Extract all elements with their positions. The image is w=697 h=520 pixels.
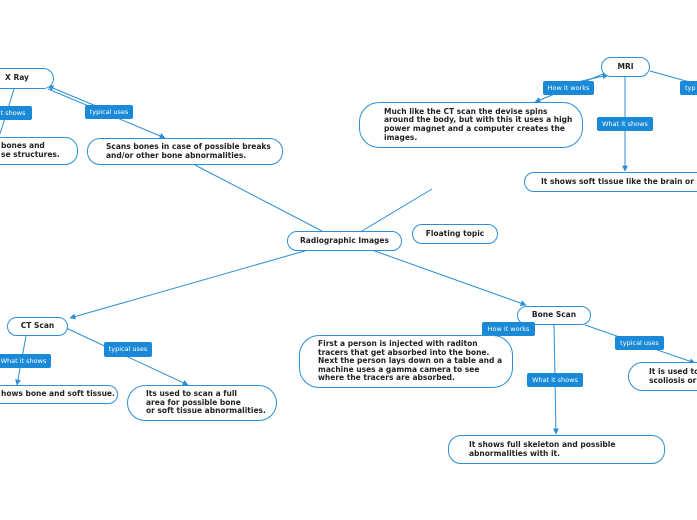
link-central-mri <box>361 188 433 232</box>
node-mri-how[interactable]: Much like the CT scan the devise spins a… <box>359 102 583 148</box>
link-central-xray <box>194 164 323 232</box>
node-xray-uses[interactable]: Scans bones in case of possible breaks a… <box>87 138 283 165</box>
node-ct-shows[interactable]: hows bone and soft tissue. <box>0 385 118 404</box>
label-mri-how[interactable]: How it works <box>543 81 594 95</box>
topic-xray[interactable]: X Ray <box>0 68 54 89</box>
topic-bone-scan[interactable]: Bone Scan <box>517 306 591 325</box>
topic-ct[interactable]: CT Scan <box>7 317 68 336</box>
node-xray-shows[interactable]: bones and se structures. <box>0 137 78 165</box>
node-bone-shows[interactable]: It shows full skeleton and possible abno… <box>448 435 665 464</box>
link-central-bone <box>371 249 527 307</box>
link-central-ct <box>69 249 309 320</box>
topic-mri[interactable]: MRI <box>601 57 650 77</box>
label-xray-uses[interactable]: typical uses <box>85 105 133 119</box>
node-bone-uses[interactable]: It is used to scoliosis or l <box>628 362 697 391</box>
label-bone-shows[interactable]: What it shows <box>527 373 583 387</box>
label-bone-uses[interactable]: typical uses <box>615 336 664 350</box>
label-mri-uses[interactable]: typ <box>680 81 697 95</box>
node-ct-uses[interactable]: Its used to scan a full area for possibl… <box>127 385 277 421</box>
label-ct-shows[interactable]: What it shows <box>0 354 51 368</box>
central-topic[interactable]: Radiographic Images <box>287 231 402 251</box>
node-mri-shows[interactable]: It shows soft tissue like the brain or s… <box>524 172 697 192</box>
label-bone-how[interactable]: How it works <box>482 322 535 336</box>
label-mri-shows[interactable]: What it shows <box>597 117 653 131</box>
floating-topic[interactable]: Floating topic <box>412 224 498 244</box>
node-bone-how[interactable]: First a person is injected with raditon … <box>299 335 513 388</box>
label-ct-uses[interactable]: typical uses <box>104 342 152 357</box>
label-xray-shows[interactable]: t shows <box>0 106 32 120</box>
